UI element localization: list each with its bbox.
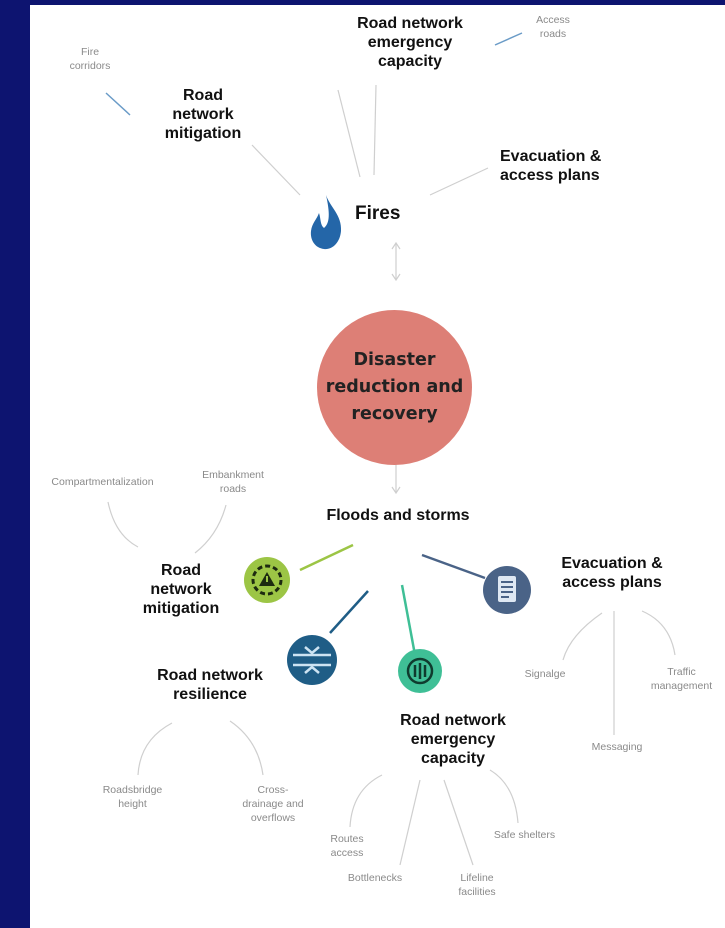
connector-floods-emergency — [400, 584, 417, 656]
traffic-management-label: Traffic management — [650, 666, 713, 693]
floods-evacuation-label: Evacuation & access plans — [561, 555, 663, 591]
roadsbridge-height-label: Roadsbridge height — [102, 784, 163, 811]
connector-access-roads — [494, 32, 523, 46]
connector-lines — [105, 32, 676, 866]
tools-warning-icon — [242, 555, 292, 610]
connector-fires-emergency-b — [373, 84, 377, 176]
safe-shelters-label: Safe shelters — [493, 829, 556, 841]
connector-floods-resilience — [329, 590, 369, 634]
access-roads-label: Access roads — [536, 14, 570, 41]
bridge-icon — [285, 633, 339, 692]
fires-mitigation-label: Road network mitigation — [164, 87, 242, 142]
embankment-roads-label: Embankment roads — [202, 469, 264, 496]
center-label: Disaster reduction and recovery — [325, 349, 464, 425]
fire-corridors-label: Fire corridors — [69, 46, 111, 73]
connector-floods-mitigation — [299, 543, 354, 572]
bottlenecks-label: Bottlenecks — [347, 872, 403, 884]
connector-floods-evacuation — [421, 553, 486, 580]
signage-label: Signalge — [524, 668, 566, 680]
center-node: Disaster reduction and recovery — [317, 310, 472, 465]
connector-fires-evacuation — [429, 167, 489, 196]
connector-fires-emergency-a — [337, 89, 361, 178]
floods-label: Floods and storms — [326, 507, 470, 524]
flame-icon — [308, 193, 344, 256]
connector-fire-corridors — [105, 92, 131, 116]
floods-resilience-label: Road network resilience — [157, 667, 263, 703]
routes-access-label: Routes access — [330, 833, 364, 860]
floods-mitigation-label: Road network mitigation — [142, 562, 220, 617]
fires-emergency-label: Road network emergency capacity — [357, 15, 463, 70]
checklist-icon — [482, 565, 532, 620]
fires-label: Fires — [355, 203, 401, 224]
network-hub-icon — [396, 647, 444, 700]
lifeline-facilities-label: Lifeline facilities — [458, 872, 496, 899]
floods-emergency-label: Road network emergency capacity — [400, 712, 506, 767]
diagram-canvas: Disaster reduction and recovery Fires Ro… — [30, 5, 725, 928]
cross-drainage-label: Cross- drainage and overflows — [242, 784, 304, 825]
fires-evacuation-label: Evacuation & access plans — [500, 148, 602, 184]
messaging-label: Messaging — [591, 741, 643, 753]
compartmentalization-label: Compartmentalization — [51, 476, 154, 488]
connector-fires-mitigation — [251, 144, 301, 196]
